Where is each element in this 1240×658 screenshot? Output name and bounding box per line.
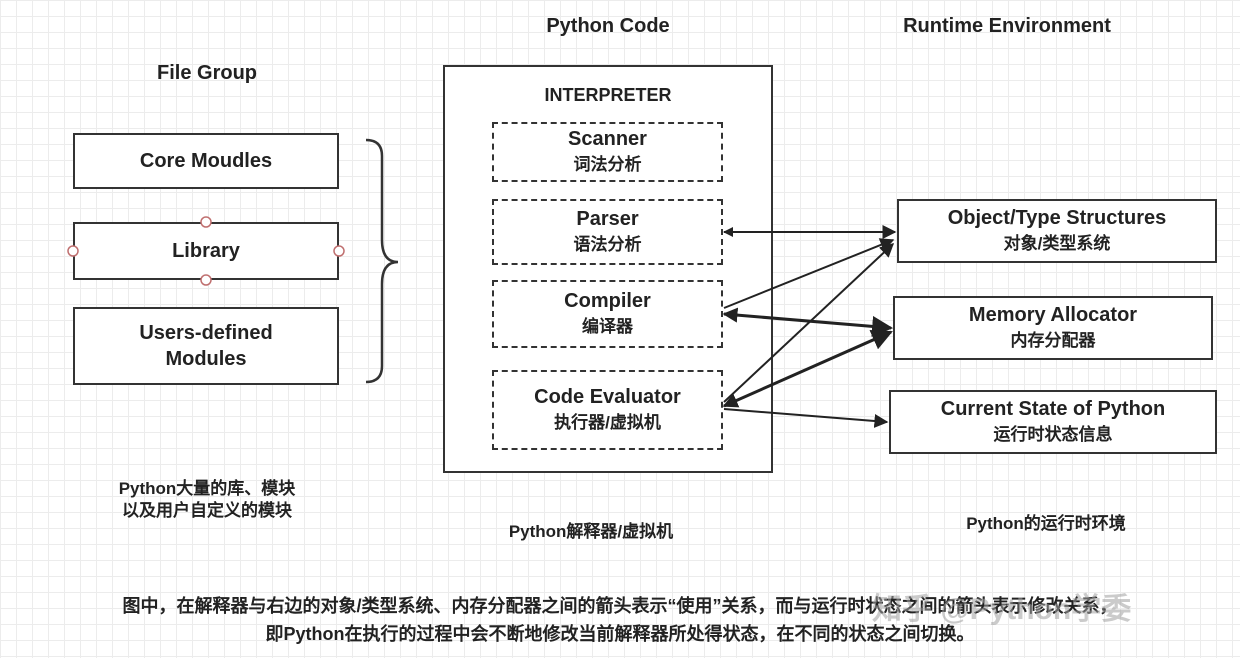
users-defined-label-line2: Modules [165, 348, 247, 370]
code-evaluator-label: Code Evaluator [534, 386, 681, 408]
interpreter-title: INTERPRETER [544, 85, 672, 105]
library-handle-top [200, 216, 212, 228]
file-group-caption: Python大量的库、模块 以及用户自定义的模块 [119, 478, 296, 522]
python-code-heading: Python Code [546, 15, 670, 37]
current-state-label-zh: 运行时状态信息 [993, 425, 1113, 444]
scanner-label: Scanner [568, 128, 647, 150]
explanation-note: 图中，在解释器与右边的对象/类型系统、内存分配器之间的箭头表示“使用”关系，而与… [0, 592, 1240, 648]
compiler-label: Compiler [564, 290, 651, 312]
explanation-line2: 即Python在执行的过程中会不断地修改当前解释器所处得状态，在不同的状态之间切… [265, 624, 975, 644]
library-box[interactable]: Library [73, 222, 339, 280]
compiler-box: Compiler 编译器 [492, 280, 723, 348]
arrow-compiler-memory [722, 307, 894, 337]
watermark: 知乎 @Python学委 [872, 593, 1132, 626]
file-group-heading: File Group [157, 62, 257, 84]
object-type-label: Object/Type Structures [947, 207, 1167, 229]
code-evaluator-label-zh: 执行器/虚拟机 [554, 413, 661, 432]
library-handle-right [333, 245, 345, 257]
current-state-box: Current State of Python 运行时状态信息 [889, 390, 1217, 454]
users-defined-modules-box: Users-defined Modules [73, 307, 339, 385]
core-modules-box: Core Moudles [73, 133, 339, 189]
current-state-label: Current State of Python [940, 398, 1166, 420]
library-label: Library [172, 240, 240, 262]
runtime-environment-heading: Runtime Environment [903, 15, 1111, 37]
arrow-evaluator-object [723, 243, 895, 403]
parser-label: Parser [576, 208, 639, 230]
scanner-label-zh: 词法分析 [573, 155, 642, 174]
arrow-compiler-object [723, 238, 895, 309]
compiler-label-zh: 编译器 [582, 317, 633, 336]
parser-box: Parser 语法分析 [492, 199, 723, 265]
memory-allocator-box: Memory Allocator 内存分配器 [893, 296, 1213, 360]
users-defined-label-line1: Users-defined [139, 322, 273, 344]
code-evaluator-box: Code Evaluator 执行器/虚拟机 [492, 370, 723, 450]
scanner-box: Scanner 词法分析 [492, 122, 723, 182]
object-type-label-zh: 对象/类型系统 [1003, 234, 1111, 253]
memory-allocator-label: Memory Allocator [968, 304, 1138, 326]
library-handle-left [67, 245, 79, 257]
file-group-caption-line2: 以及用户自定义的模块 [121, 501, 292, 520]
group-brace [365, 138, 399, 384]
explanation-line1: 图中，在解释器与右边的对象/类型系统、内存分配器之间的箭头表示“使用”关系，而与… [122, 596, 1118, 616]
library-handle-bottom [200, 274, 212, 286]
runtime-caption: Python的运行时环境 [966, 514, 1126, 533]
interpreter-caption: Python解释器/虚拟机 [508, 522, 674, 541]
parser-label-zh: 语法分析 [573, 235, 642, 254]
object-type-structures-box: Object/Type Structures 对象/类型系统 [897, 199, 1217, 263]
file-group-caption-line1: Python大量的库、模块 [118, 479, 296, 498]
arrow-evaluator-memory [722, 330, 893, 408]
core-modules-label: Core Moudles [139, 150, 273, 172]
arrow-evaluator-state [723, 408, 889, 428]
memory-allocator-label-zh: 内存分配器 [1010, 331, 1096, 350]
